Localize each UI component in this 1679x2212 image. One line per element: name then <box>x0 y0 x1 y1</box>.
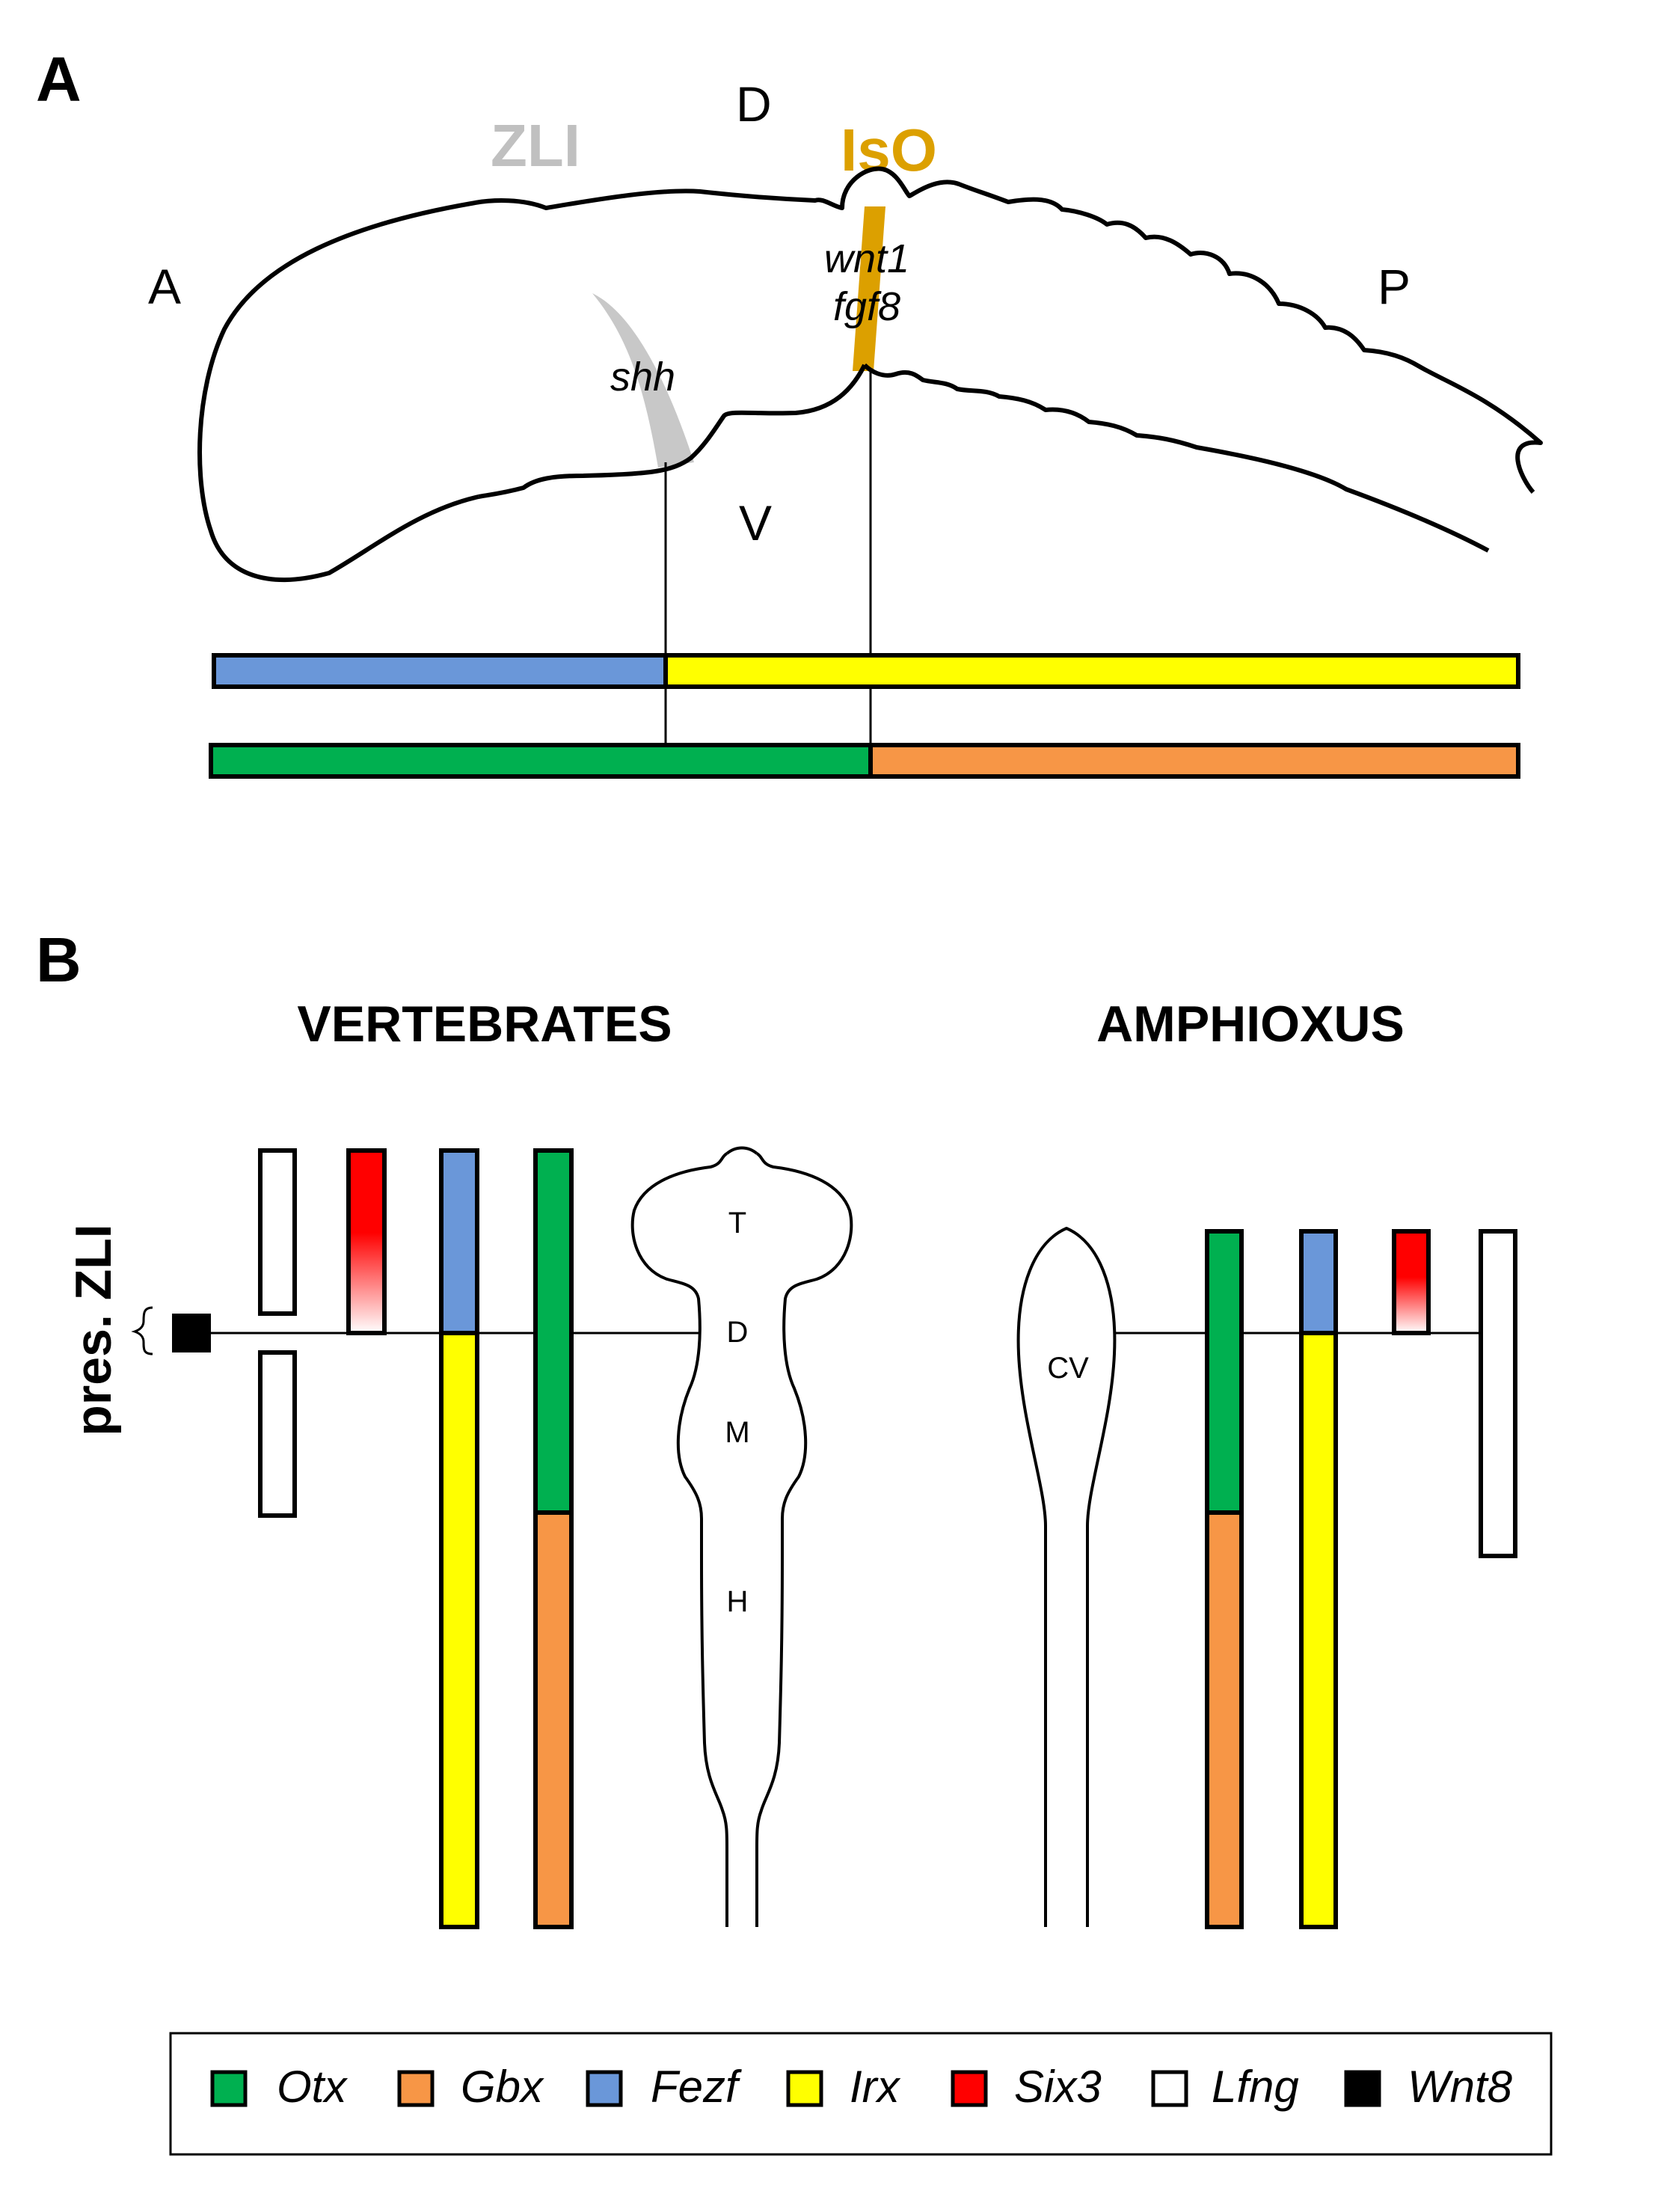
pres-zli-label: pres. ZLI <box>65 1224 122 1436</box>
otx-swatch <box>210 2070 248 2107</box>
amphioxus-cerebral-vesicle-outline <box>1016 1227 1117 1927</box>
irx-legend-label: Irx <box>850 2062 901 2112</box>
vertebrate-neural-tube-outline <box>630 1152 728 1927</box>
fezf-bar-amphioxus <box>1299 1229 1338 1335</box>
vertebrates-title: VERTEBRATES <box>297 996 672 1053</box>
amphioxus-title: AMPHIOXUS <box>1096 996 1405 1053</box>
gbx-swatch <box>397 2070 435 2107</box>
fezf-legend-label: Fezf <box>651 2062 742 2112</box>
legend-item-lfng: Lfng <box>1151 2062 1299 2112</box>
cv-label: CV <box>1047 1352 1089 1385</box>
dorsal-label: D <box>736 76 772 132</box>
irx-bar-vertebrate <box>439 1331 479 1929</box>
irx-bar-amphioxus <box>1299 1331 1338 1929</box>
lfng-legend-label: Lfng <box>1212 2062 1299 2112</box>
legend-item-fezf: Fezf <box>586 2062 742 2112</box>
pres-zli-brace <box>131 1306 153 1355</box>
lfng-swatch <box>1151 2070 1188 2107</box>
otx-bar-vertebrate <box>533 1148 574 1515</box>
panel-a-label: A <box>36 44 82 114</box>
legend-item-irx: Irx <box>786 2062 901 2112</box>
gbx-bar-a <box>868 743 1520 779</box>
irx-bar-a <box>663 653 1520 689</box>
anterior-label: A <box>148 259 181 314</box>
region-d-label: D <box>727 1316 749 1349</box>
six3-bar-amphioxus <box>1392 1229 1431 1335</box>
six3-swatch <box>951 2070 988 2107</box>
hindbrain-ventral-outline <box>862 363 1490 553</box>
zli-shh-domain <box>592 293 694 468</box>
region-h-label: H <box>727 1585 749 1618</box>
wnt8-swatch <box>1344 2070 1381 2107</box>
lfng-bar-vertebrate-upper <box>258 1148 297 1316</box>
legend-item-otx: Otx <box>210 2062 348 2112</box>
otx-bar-amphioxus <box>1205 1229 1244 1515</box>
gbx-legend-label: Gbx <box>461 2062 544 2112</box>
wnt8-marker <box>172 1314 211 1352</box>
zli-label: ZLI <box>491 112 580 179</box>
wnt8-legend-label: Wnt8 <box>1408 2062 1513 2112</box>
legend-item-six3: Six3 <box>951 2062 1102 2112</box>
six3-bar-vertebrate <box>346 1148 387 1335</box>
panel-b-label: B <box>36 925 82 995</box>
embryo-brain-outline <box>197 166 1543 583</box>
lfng-bar-amphioxus <box>1479 1229 1517 1558</box>
vertebrate-neural-tube-outline-right <box>755 1152 853 1927</box>
otx-bar-a <box>209 743 873 779</box>
posterior-label: P <box>1378 259 1411 314</box>
shh-label: shh <box>610 355 675 399</box>
region-m-label: M <box>725 1416 749 1449</box>
iso-wnt1-fgf8-domain <box>853 206 885 371</box>
irx-swatch <box>786 2070 823 2107</box>
fezf-swatch <box>586 2070 623 2107</box>
region-t-label: T <box>728 1207 746 1240</box>
fezf-bar-vertebrate <box>439 1148 479 1335</box>
gbx-bar-vertebrate <box>533 1510 574 1929</box>
gbx-bar-amphioxus <box>1205 1510 1244 1929</box>
six3-legend-label: Six3 <box>1014 2062 1102 2112</box>
ventral-label: V <box>739 495 772 551</box>
legend-item-gbx: Gbx <box>397 2062 544 2112</box>
otx-legend-label: Otx <box>277 2062 348 2112</box>
embryo-ventral-outline <box>478 364 867 499</box>
vertebrate-neural-tube-top <box>725 1146 758 1155</box>
legend-item-wnt8: Wnt8 <box>1344 2062 1513 2112</box>
lfng-bar-vertebrate-lower <box>258 1350 297 1518</box>
fgf8-label: fgf8 <box>833 284 900 329</box>
fezf-bar-a <box>212 653 668 689</box>
wnt1-label: wnt1 <box>824 236 909 281</box>
